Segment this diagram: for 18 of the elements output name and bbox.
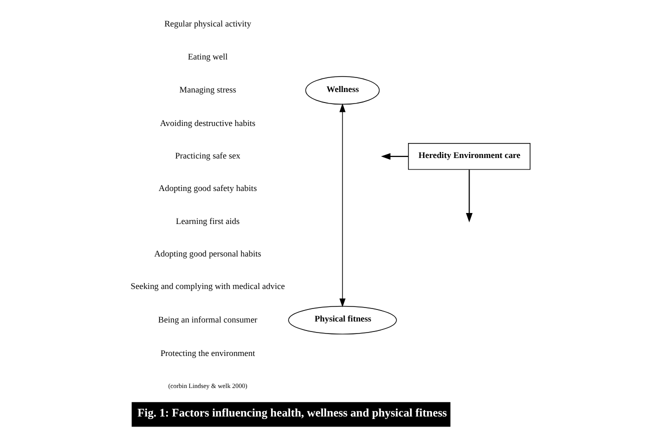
node-box: Heredity Environment care: [408, 143, 530, 170]
label: Regular physical activity: [164, 18, 251, 29]
label: Being an informal consumer: [158, 314, 257, 324]
label: Adopting good personal habits: [154, 248, 261, 258]
label: Seeking and complying with medical advice: [130, 281, 284, 292]
label: Eating well: [187, 51, 228, 62]
label: Learning first aids: [175, 216, 240, 226]
label: Practicing safe sex: [174, 150, 240, 161]
arrow: [380, 153, 408, 160]
label: Managing stress: [178, 84, 236, 95]
label: Protecting the environment: [160, 348, 255, 358]
node-ellipse: Physical fitness: [288, 306, 396, 334]
arrow: [338, 103, 346, 308]
label: Avoiding destructive habits: [160, 118, 255, 128]
label: Adopting good safety habits: [158, 183, 256, 194]
caption: Fig. 1: Factors influencing health, wellness and physical fitness: [136, 406, 446, 420]
arrow: [465, 170, 472, 222]
node-ellipse: Wellness: [304, 76, 380, 105]
